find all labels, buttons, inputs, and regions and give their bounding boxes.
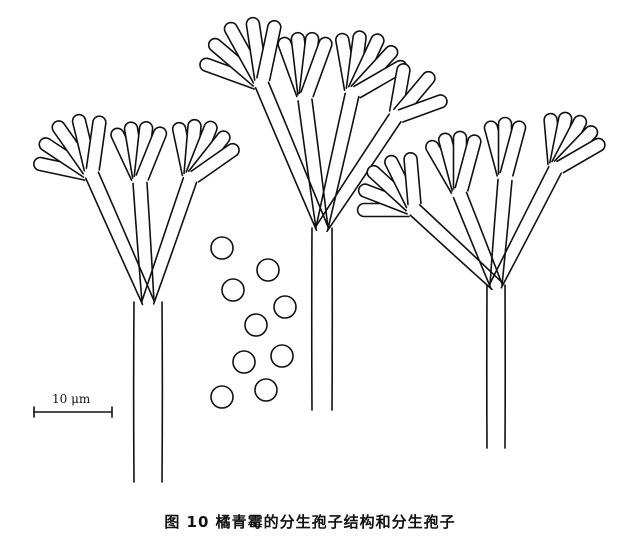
scale-bar-label: 10 μm [52,392,91,406]
phialide [347,33,385,94]
conidium [273,295,297,319]
metula [452,191,503,289]
metula [315,92,360,231]
penicillium-illustration [33,16,606,483]
phialide [185,120,218,178]
stipe [485,284,507,449]
conidiophore-structures [33,16,606,483]
metula [489,166,563,289]
conidium [210,236,234,260]
conidiophore-right [356,111,606,449]
stipe [310,227,334,411]
metula [132,181,155,304]
phialide [199,57,260,90]
phialide [393,70,436,119]
phialide [85,115,107,171]
conidia-group [210,236,297,409]
conidium [270,344,294,368]
conidium [254,378,278,402]
phialide [499,120,527,177]
phialide [388,63,411,115]
conidium [221,278,245,302]
phialide [190,142,240,183]
metula [84,171,155,306]
metula [316,113,402,233]
conidiophore-middle [199,16,448,411]
conidium [244,313,268,337]
phialide [135,126,168,181]
phialide [300,36,333,98]
metula [297,98,329,230]
conidium [232,350,256,374]
phialide [33,156,89,181]
scale-bar [33,406,113,418]
conidiophore-left [33,113,240,483]
phialide [556,137,606,174]
conidium [210,385,234,409]
phialide [548,111,573,167]
phialide [256,19,282,82]
metula [254,81,329,232]
stipe [132,301,164,483]
conidium [256,258,280,282]
metula [141,176,198,305]
phialide [403,152,422,206]
metula [489,178,513,287]
figure-caption: 图 10 橘青霉的分生孢子结构和分生孢子 [164,513,456,531]
phialide [454,134,482,192]
phialide [357,183,413,215]
phialide [397,94,448,123]
